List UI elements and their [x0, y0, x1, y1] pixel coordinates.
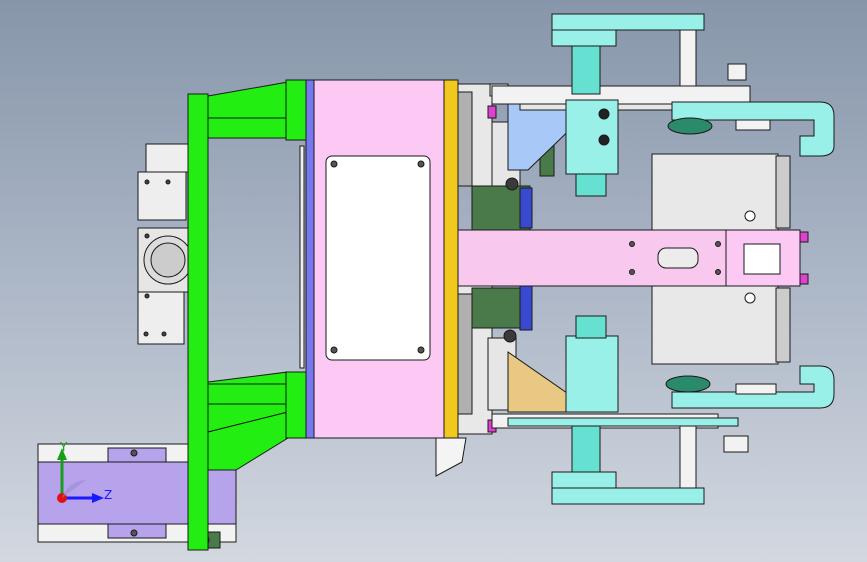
cyan-clamp-top: [551, 13, 835, 197]
cyan-clamp-bottom: [551, 315, 835, 505]
z-axis-label: Z: [104, 488, 113, 502]
y-axis-label: Y: [60, 440, 68, 454]
grey-boxes: [651, 153, 791, 365]
green-frame: [187, 79, 309, 551]
upper-mechanism: [457, 83, 555, 231]
lower-mechanism: [457, 285, 581, 435]
lower-rail: [491, 413, 739, 429]
slider-arm: [457, 229, 809, 287]
orientation-triad: Y Z: [44, 440, 114, 520]
pink-housing: [305, 79, 467, 477]
